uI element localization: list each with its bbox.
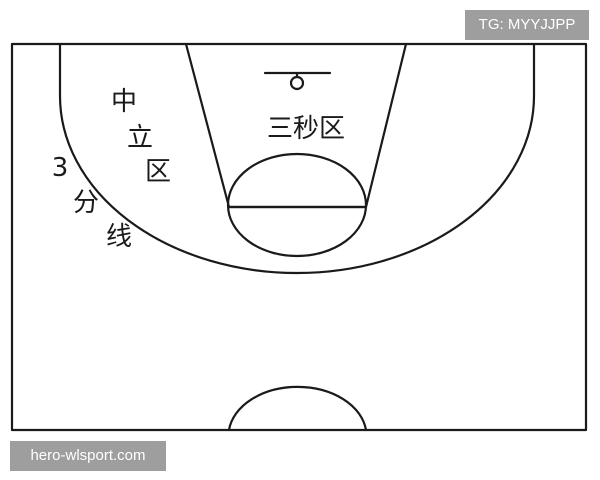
neutral-zone-label-char-2: 立: [127, 123, 153, 153]
telegram-watermark: TG: MYYJJPP: [465, 10, 589, 40]
free-throw-circle: [226, 152, 368, 258]
three-second-zone-label: 三秒区: [267, 114, 345, 144]
three-point-label-char-2: 分: [73, 188, 99, 218]
neutral-zone-label-char-1: 中: [111, 87, 137, 117]
three-point-label-char-3: 线: [106, 222, 132, 252]
hoop: [289, 75, 305, 91]
three-point-label-char-1: 3: [52, 153, 69, 183]
website-watermark: hero-wlsport.com: [10, 441, 166, 471]
court-boundary: [10, 42, 588, 432]
center-circle: [227, 385, 368, 432]
three-point-line: [58, 42, 536, 275]
neutral-zone-label-char-3: 区: [145, 157, 171, 187]
